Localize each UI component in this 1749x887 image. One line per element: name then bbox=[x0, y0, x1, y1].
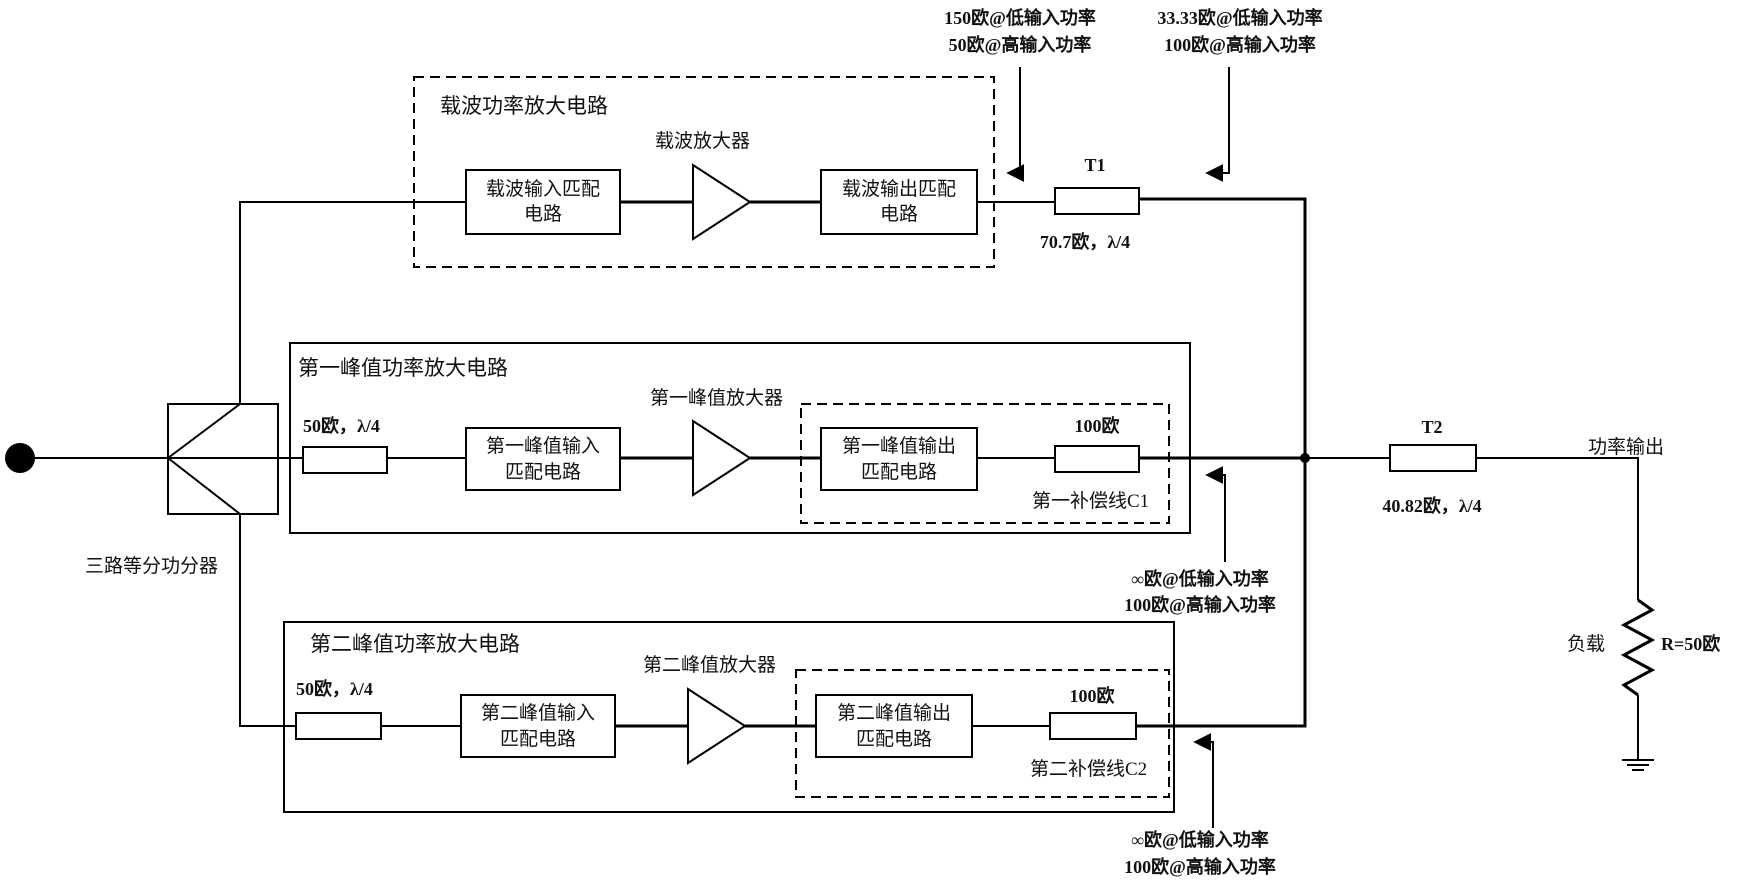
peak2-output-match-label-2: 匹配电路 bbox=[856, 728, 932, 750]
t2-line bbox=[1390, 445, 1476, 471]
t1-note-right-1: 33.33欧@低输入功率 bbox=[1157, 7, 1322, 28]
splitter-label: 三路等分功分器 bbox=[85, 555, 218, 577]
t1-note-left-1: 150欧@低输入功率 bbox=[944, 7, 1096, 28]
peak2-section-title: 第二峰值功率放大电路 bbox=[310, 632, 520, 656]
peak2-branch-wire bbox=[240, 514, 296, 726]
t1-left-arrow bbox=[1008, 67, 1020, 173]
peak2-comp-line bbox=[1050, 713, 1136, 739]
output-label: 功率输出 bbox=[1588, 436, 1664, 458]
t2-name: T2 bbox=[1421, 417, 1442, 437]
carrier-input-match-label-2: 电路 bbox=[524, 203, 562, 225]
load-label: 负载 bbox=[1567, 633, 1605, 655]
t2-spec: 40.82欧，λ/4 bbox=[1382, 495, 1481, 516]
t1-line bbox=[1055, 188, 1139, 214]
peak2-input-match-label: 第二峰值输入 bbox=[481, 702, 595, 724]
output-wire bbox=[1476, 458, 1638, 600]
peak1-amp-label: 第一峰值放大器 bbox=[650, 387, 783, 409]
peak2-note-2: 100欧@高输入功率 bbox=[1124, 856, 1276, 877]
peak1-output-match-label: 第一峰值输出 bbox=[842, 435, 956, 457]
peak2-note-1: ∞欧@低输入功率 bbox=[1131, 829, 1269, 850]
peak2-amp-label: 第二峰值放大器 bbox=[643, 654, 776, 676]
peak1-comp-value: 100欧 bbox=[1075, 415, 1120, 436]
peak1-input-match-label: 第一峰值输入 bbox=[486, 435, 600, 457]
t1-right-arrow bbox=[1207, 67, 1229, 173]
carrier-amp-label: 载波放大器 bbox=[655, 130, 750, 152]
peak1-output-match-label-2: 匹配电路 bbox=[861, 461, 937, 483]
t1-note-left-2: 50欧@高输入功率 bbox=[949, 34, 1092, 55]
three-way-splitter bbox=[168, 404, 278, 514]
peak2-tline-label: 50欧，λ/4 bbox=[296, 678, 373, 699]
peak2-input-match-label-2: 匹配电路 bbox=[500, 728, 576, 750]
peak2-note-arrow bbox=[1195, 742, 1213, 828]
peak1-input-match-label-2: 匹配电路 bbox=[505, 461, 581, 483]
peak2-comp-value: 100欧 bbox=[1070, 685, 1115, 706]
ground-icon bbox=[1622, 760, 1654, 770]
carrier-section-title: 载波功率放大电路 bbox=[440, 94, 608, 118]
carrier-input-match-label: 载波输入匹配 bbox=[486, 178, 600, 200]
load-resistor-icon bbox=[1624, 600, 1652, 695]
peak1-note-1: ∞欧@低输入功率 bbox=[1131, 568, 1269, 589]
peak1-input-tline bbox=[303, 447, 387, 473]
peak2-input-tline bbox=[296, 713, 381, 739]
peak1-note-2: 100欧@高输入功率 bbox=[1124, 594, 1276, 615]
peak1-comp-line bbox=[1055, 446, 1139, 472]
carrier-amplifier-icon bbox=[693, 165, 750, 239]
load-value: R=50欧 bbox=[1661, 633, 1720, 654]
peak1-tline-label: 50欧，λ/4 bbox=[303, 415, 380, 436]
t1-note-right-2: 100欧@高输入功率 bbox=[1164, 34, 1316, 55]
peak1-comp-label: 第一补偿线C1 bbox=[1032, 490, 1149, 512]
t1-spec: 70.7欧，λ/4 bbox=[1040, 231, 1130, 252]
t1-name: T1 bbox=[1084, 155, 1105, 175]
peak1-section-title: 第一峰值功率放大电路 bbox=[298, 356, 508, 380]
peak1-amplifier-icon bbox=[693, 421, 750, 495]
peak1-note-arrow bbox=[1207, 475, 1225, 562]
peak2-output-match-label: 第二峰值输出 bbox=[837, 702, 951, 724]
peak2-amplifier-icon bbox=[688, 689, 745, 763]
carrier-output-match-label-2: 电路 bbox=[880, 203, 918, 225]
carrier-output-match-label: 载波输出匹配 bbox=[842, 178, 956, 200]
t1-to-combiner-wire bbox=[1139, 199, 1305, 458]
peak2-comp-label: 第二补偿线C2 bbox=[1030, 758, 1147, 780]
peak2-to-combiner-wire bbox=[1136, 458, 1305, 726]
